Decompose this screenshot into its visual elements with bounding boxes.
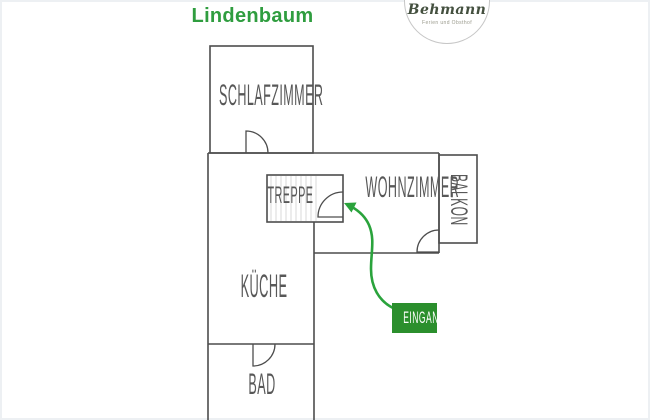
stairs-hatching — [270, 176, 317, 221]
door-balkon — [416, 229, 440, 253]
room-balkon-outline — [438, 154, 478, 244]
entrance-arrowhead-icon — [344, 202, 357, 213]
entrance-arrow — [344, 202, 395, 310]
entrance-badge-label: EINGANG — [403, 308, 446, 327]
page-title: Lindenbaum — [191, 5, 314, 27]
room-schlafzimmer-outline — [209, 45, 314, 154]
room-label-bad: BAD — [248, 368, 276, 401]
entrance-badge: EINGANG — [392, 303, 446, 333]
room-label-treppe: TREPPE — [267, 182, 314, 209]
room-label-balkon: BALKON — [445, 174, 472, 226]
room-label-kueche: KÜCHE — [240, 268, 288, 304]
brand-logo-tagline: Ferien und Obsthof — [421, 20, 472, 26]
room-label-schlafzimmer: SCHLAFZIMMER — [219, 79, 324, 112]
stairs-box — [266, 174, 344, 223]
door-treppe — [317, 191, 344, 218]
brand-logo-name: Behmann — [407, 2, 487, 18]
room-label-wohnzimmer: WOHNZIMMER — [365, 171, 460, 204]
door-schlafzimmer — [245, 130, 269, 154]
door-bad — [252, 343, 276, 367]
entrance-arrow-curve — [350, 205, 395, 310]
